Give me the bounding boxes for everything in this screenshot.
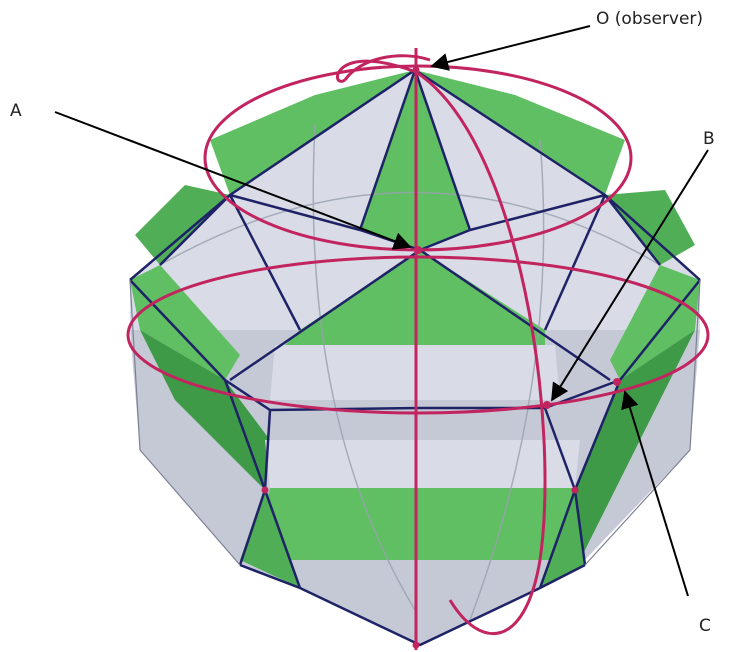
label-b: B: [703, 129, 715, 149]
label-c: C: [699, 616, 711, 636]
arrow-o: [432, 26, 590, 66]
label-observer: O (observer): [596, 9, 703, 29]
lower-front-light-band: [265, 440, 580, 488]
label-a: A: [10, 101, 22, 121]
